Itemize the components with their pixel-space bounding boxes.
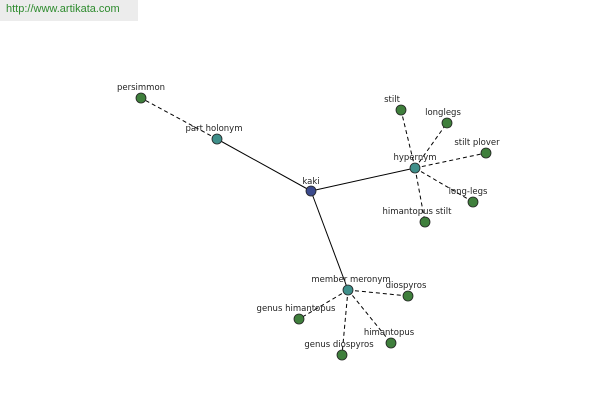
node-kaki[interactable]: kaki <box>302 177 320 197</box>
node-label-persimmon: persimmon <box>117 83 165 93</box>
edge-hypernym-to-stilt <box>400 109 416 169</box>
edge-member-meronym-to-genus-himantopus <box>298 289 349 320</box>
node-label-long-legs: long-legs <box>449 187 488 197</box>
node-genus-himantopus[interactable]: genus himantopus <box>257 304 336 325</box>
node-genus-diospyros[interactable]: genus diospyros <box>304 340 374 361</box>
node-marker-stilt[interactable] <box>395 104 407 116</box>
edge-hypernym-to-himantopus-stilt <box>414 167 426 223</box>
node-marker-stilt-plover[interactable] <box>480 147 492 159</box>
node-stilt-plover[interactable]: stilt plover <box>454 138 500 159</box>
node-member-meronym[interactable]: member meronym <box>311 275 391 296</box>
edge-member-meronym-to-diospyros <box>347 289 409 297</box>
node-label-himantopus: himantopus <box>364 328 415 338</box>
node-hypernym[interactable]: hypernym <box>393 153 437 174</box>
node-long-legs[interactable]: long-legs <box>449 187 488 208</box>
edges-layer <box>140 97 487 356</box>
edge-part-holonym-to-persimmon <box>140 97 218 140</box>
edge-hypernym-to-longlegs <box>414 122 448 169</box>
node-marker-genus-diospyros[interactable] <box>336 349 348 361</box>
edge-kaki-to-part-holonym <box>216 138 312 192</box>
edge-kaki-to-hypernym <box>310 167 416 192</box>
node-diospyros[interactable]: diospyros <box>386 281 427 302</box>
node-himantopus-stilt[interactable]: himantopus stilt <box>383 207 453 228</box>
node-label-longlegs: longlegs <box>425 108 461 118</box>
node-label-part-holonym: part holonym <box>186 124 243 134</box>
node-marker-long-legs[interactable] <box>467 196 479 208</box>
node-part-holonym[interactable]: part holonym <box>186 124 243 145</box>
edge-member-meronym-to-genus-diospyros <box>341 289 349 356</box>
node-label-genus-diospyros: genus diospyros <box>304 340 374 350</box>
node-marker-member-meronym[interactable] <box>342 284 354 296</box>
node-label-kaki: kaki <box>302 177 319 187</box>
node-marker-diospyros[interactable] <box>402 290 414 302</box>
node-label-diospyros: diospyros <box>386 281 427 291</box>
node-marker-genus-himantopus[interactable] <box>293 313 305 325</box>
node-marker-hypernym[interactable] <box>409 162 421 174</box>
edge-hypernym-to-long-legs <box>414 167 474 203</box>
node-label-hypernym: hypernym <box>393 153 436 163</box>
node-marker-himantopus-stilt[interactable] <box>419 216 431 228</box>
node-marker-part-holonym[interactable] <box>211 133 223 145</box>
site-url-link[interactable]: http://www.artikata.com <box>6 3 120 15</box>
node-marker-persimmon[interactable] <box>135 92 147 104</box>
node-label-stilt-plover: stilt plover <box>454 138 500 148</box>
node-marker-himantopus[interactable] <box>385 337 397 349</box>
node-label-stilt: stilt <box>384 95 400 105</box>
nodes-layer: kaki part holonym hypernym member meronym pe… <box>117 83 500 361</box>
node-himantopus[interactable]: himantopus <box>364 328 415 349</box>
node-longlegs[interactable]: longlegs <box>425 108 461 129</box>
node-stilt[interactable]: stilt <box>384 95 407 116</box>
node-persimmon[interactable]: persimmon <box>117 83 165 104</box>
url-banner: http://www.artikata.com <box>0 0 138 21</box>
node-marker-kaki[interactable] <box>305 185 317 197</box>
node-label-himantopus-stilt: himantopus stilt <box>383 207 453 217</box>
node-label-genus-himantopus: genus himantopus <box>257 304 336 314</box>
edge-member-meronym-to-himantopus <box>347 289 392 344</box>
edge-hypernym-to-stilt-plover <box>414 152 487 169</box>
edge-kaki-to-member-meronym <box>310 190 349 291</box>
node-label-member-meronym: member meronym <box>311 275 390 285</box>
node-marker-longlegs[interactable] <box>441 117 453 129</box>
